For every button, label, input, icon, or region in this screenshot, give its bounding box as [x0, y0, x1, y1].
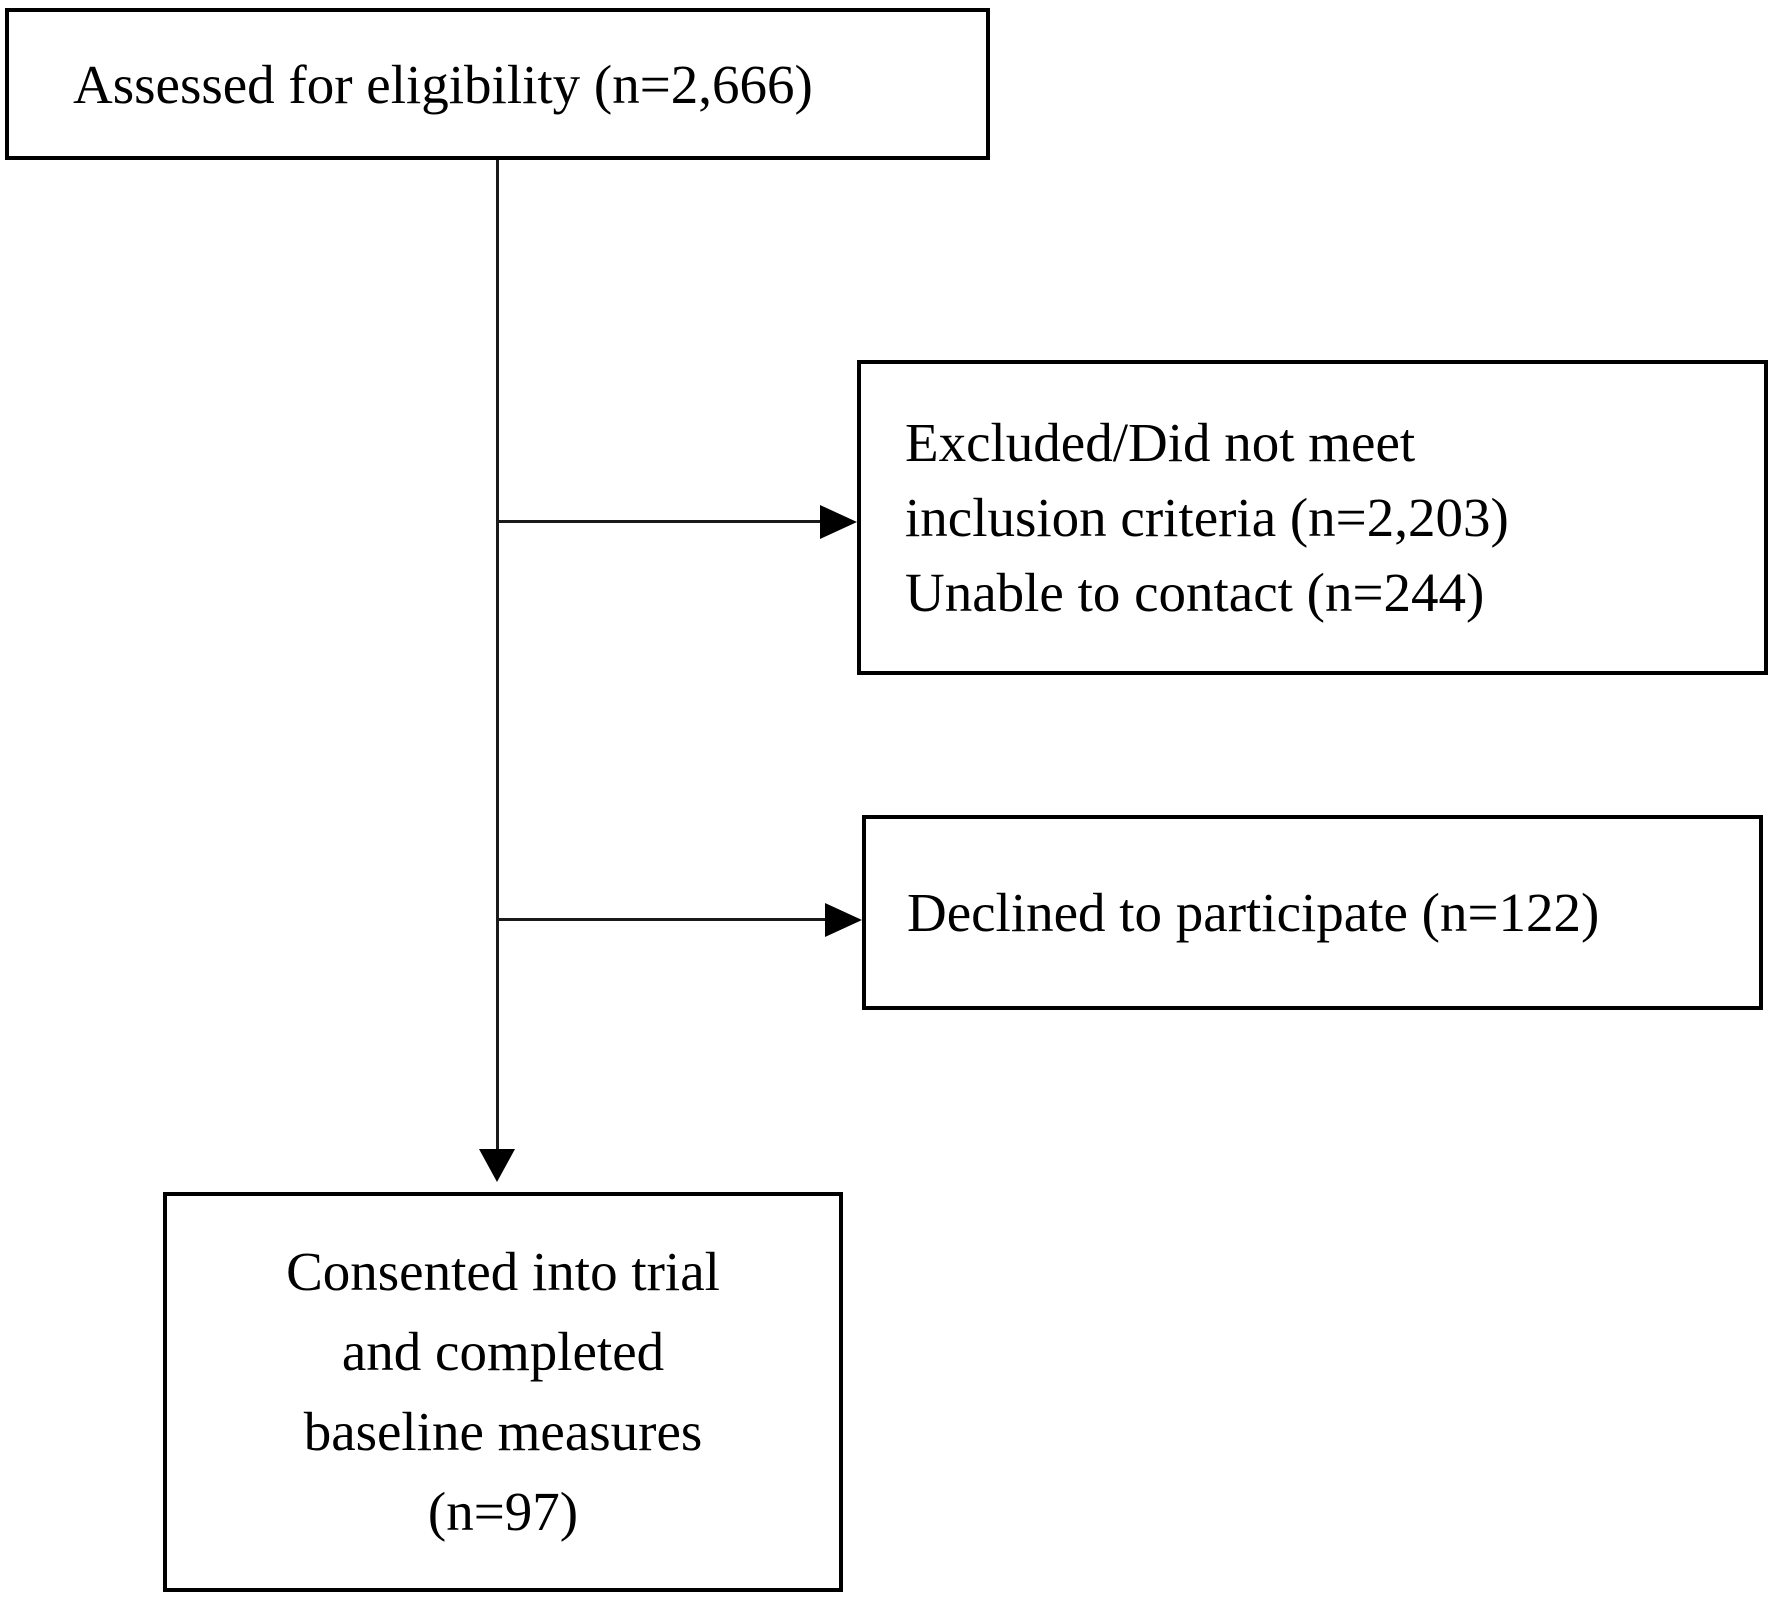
- excluded-line-3: Unable to contact (n=244): [905, 562, 1485, 623]
- excluded-box: Excluded/Did not meet inclusion criteria…: [857, 360, 1768, 675]
- arrowhead-to-declined-icon: [825, 903, 862, 937]
- consented-line-1: Consented into trial: [286, 1241, 720, 1302]
- consented-line-2: and completed: [341, 1321, 665, 1382]
- arrowhead-to-consented-icon: [479, 1149, 515, 1182]
- excluded-line-2: inclusion criteria (n=2,203): [905, 487, 1509, 548]
- assessed-eligibility-box: Assessed for eligibility (n=2,666): [5, 8, 990, 160]
- flow-line-to-excluded: [497, 520, 824, 523]
- declined-label: Declined to participate (n=122): [907, 882, 1600, 943]
- flow-line-vertical: [496, 160, 499, 1152]
- consented-line-3: baseline measures: [303, 1401, 703, 1462]
- assessed-eligibility-label: Assessed for eligibility (n=2,666): [73, 53, 813, 115]
- arrowhead-to-excluded-icon: [820, 505, 857, 539]
- consented-line-4: (n=97): [427, 1481, 579, 1542]
- declined-box: Declined to participate (n=122): [862, 815, 1763, 1010]
- consented-box: Consented into trial and completed basel…: [163, 1192, 843, 1592]
- flow-line-to-declined: [497, 918, 829, 921]
- excluded-text: Excluded/Did not meet inclusion criteria…: [905, 405, 1509, 630]
- excluded-line-1: Excluded/Did not meet: [905, 412, 1416, 473]
